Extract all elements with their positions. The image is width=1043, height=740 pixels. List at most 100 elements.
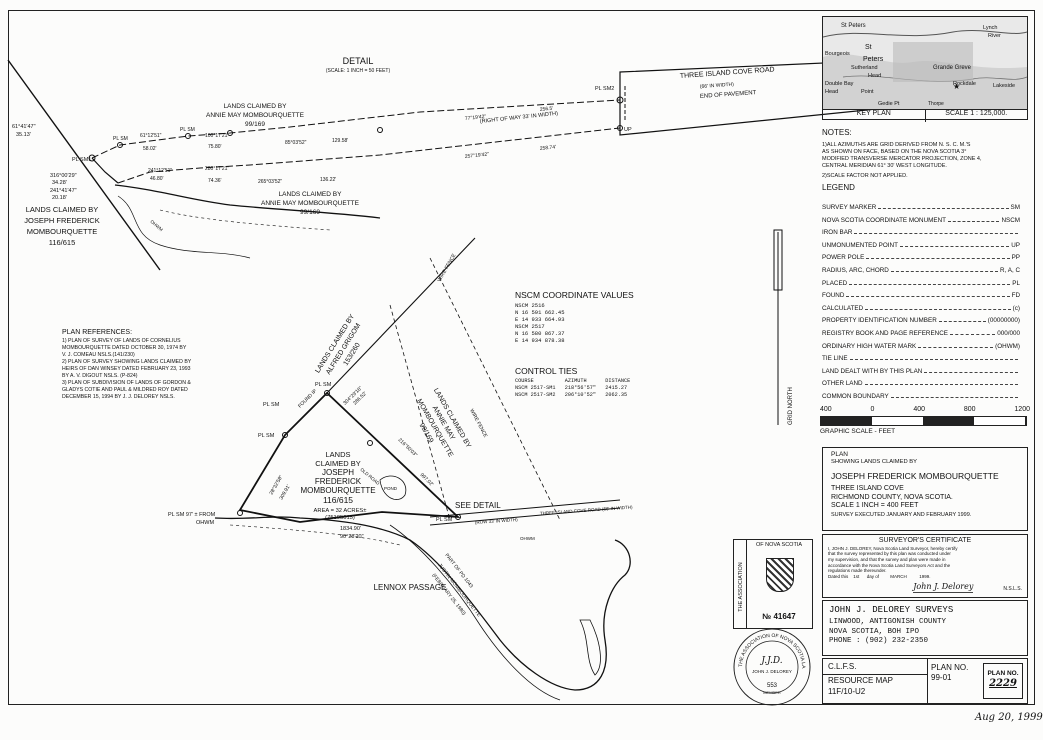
road-width: (66' IN WIDTH)	[700, 82, 735, 90]
resource-map-label: RESOURCE MAP	[823, 674, 927, 687]
legend-item: ORDINARY HIGH WATER MARK (OHWM)	[822, 343, 1020, 350]
cert-line-5: regulations made thereunder.	[828, 568, 887, 574]
lennox-passage: LENNOX PASSAGE	[374, 583, 447, 592]
end-of-pavement: END OF PAVEMENT	[700, 90, 757, 100]
course-2: 100°17'21"	[205, 133, 229, 139]
legend-leader	[918, 346, 994, 348]
legend-label: COMMON BOUNDARY	[822, 393, 889, 400]
legend-symbol: (00000000)	[987, 317, 1020, 325]
plan-executed: SURVEY EXECUTED JANUARY AND FEBRUARY 199…	[831, 512, 972, 519]
three-island-cove-road-line-2	[429, 507, 621, 526]
plan-no-label: PLAN NO.	[931, 663, 969, 672]
seal-side: THE ASSOCIATION	[738, 562, 744, 612]
see-detail-label: SEE DETAIL	[455, 501, 501, 510]
reference-line-3: V. J. COMEAU NSLS.(141/230)	[62, 352, 135, 358]
joseph-line-5: MOMBOURQUETTE	[300, 486, 375, 495]
dist-a: 35.13'	[16, 132, 31, 138]
pl-sm-marker	[117, 142, 123, 148]
place-head: Head	[868, 73, 881, 79]
plan-no-value: 99-01	[931, 673, 952, 682]
legend-item: OTHER LAND	[822, 380, 1020, 387]
pond-outline	[579, 619, 601, 676]
place-double-bay: Double Bay	[825, 81, 854, 87]
stamp-label: PLAN NO.	[987, 670, 1019, 677]
pond-label: POND	[384, 486, 398, 491]
course-c4: OHWM	[196, 520, 214, 526]
legend-leader	[849, 359, 1018, 361]
scale-tick-4: 800	[963, 406, 976, 413]
detail-south-boundary	[117, 127, 621, 184]
owner-top-3: 99/169	[245, 121, 265, 128]
detail-north-boundary	[91, 99, 621, 159]
scale-tick-2: 0	[870, 406, 875, 413]
up-marker	[617, 125, 623, 131]
cert-title: SURVEYOR'S CERTIFICATE	[878, 537, 972, 544]
alfred-grigom-boundary	[326, 237, 476, 394]
reference-line-4: 2) PLAN OF SURVEY SHOWING LANDS CLAIMED …	[62, 359, 192, 365]
legend-label: OTHER LAND	[822, 380, 863, 388]
pl-sm-marker	[185, 133, 191, 139]
note-1-line-3: MODIFIED TRANSVERSE MERCATOR PROJECTION,…	[822, 155, 982, 162]
legend-item: IRON BAR	[822, 229, 1020, 236]
nscm-line-2: N 16 591 662.45	[515, 309, 565, 316]
right-of-way: (RIGHT OF WAY 33' IN WIDTH)	[480, 111, 559, 125]
scale-bar	[820, 415, 1027, 426]
place-lynch: Lynch	[983, 25, 997, 31]
place-st: St	[865, 44, 872, 51]
wire-fence-label-2: WIRE FENCE	[468, 408, 488, 439]
pl-sm-main-1: PL SM	[263, 402, 280, 408]
legend-leader	[878, 208, 1009, 209]
place-sutherland: Sutherland	[851, 65, 878, 71]
reference-line-8: GLADYS COTIE AND PAUL & MILDRED ROY DATE…	[62, 387, 188, 393]
shore-hatch	[389, 524, 561, 701]
joseph-line-2: CLAIMED BY	[315, 459, 360, 468]
nscm-line-1: NSCM 2516	[515, 302, 545, 309]
owner-left-3: MOMBOURQUETTE	[27, 227, 97, 236]
legend-leader	[865, 308, 1011, 310]
parcel-area: AREA = 32 ACRES±	[314, 508, 367, 514]
parcel-pid: (75105015)	[325, 515, 355, 521]
legend-symbol: SM	[1010, 204, 1020, 211]
scale-caption: GRAPHIC SCALE - FEET	[820, 427, 896, 435]
site-star-icon: ★	[953, 82, 960, 91]
detail-scale: (SCALE: 1 INCH = 50 FEET)	[326, 68, 391, 74]
label-pl-sm: PL SM	[113, 136, 128, 142]
note-2: 2)SCALE FACTOR NOT APPLIED.	[822, 172, 908, 179]
legend-label: TIE LINE	[822, 355, 848, 363]
course-3-dist: 129.58'	[332, 138, 348, 144]
nscm-line-5: N 16 580 867.37	[515, 330, 565, 337]
detail-title: DETAIL	[343, 56, 374, 66]
plan-no-stamp: PLAN NO. 2229	[983, 663, 1023, 699]
legend-item: CALCULATED(c)	[822, 305, 1020, 312]
course-4: 77°19'42"	[465, 114, 487, 122]
key-plan-box: St Peters Lynch River Bourgeois St Peter…	[822, 16, 1028, 122]
pl-sm1-marker	[88, 154, 96, 162]
bearing-b: 316°00'29"	[50, 173, 77, 179]
course-7-dist: 74.36'	[208, 178, 222, 184]
legend-label: FOUND	[822, 292, 845, 300]
seal-nsls: THE ASSOCIATION OF NOVA SCOTIA LAND SURV…	[732, 627, 811, 706]
surveyor-signature: John J. Delorey	[913, 581, 974, 593]
plan-title-box: PLAN SHOWING LANDS CLAIMED BY JOSEPH FRE…	[822, 447, 1028, 531]
scale-tick-5: 1200	[1014, 406, 1030, 413]
legend-symbol: (OHWM)	[995, 342, 1020, 350]
surveyors-certificate: SURVEYOR'S CERTIFICATE I, JOHN J. DELORE…	[822, 534, 1028, 598]
legend-symbol: PP	[1011, 254, 1020, 262]
legend-label: ORDINARY HIGH WATER MARK	[822, 342, 917, 350]
reference-line-9: DECEMBER 15, 1994 BY J. J. DELOREY NSLS.	[62, 394, 175, 400]
key-plan-scale: SCALE 1 : 125,000.	[924, 110, 1028, 122]
legend-leader	[899, 245, 1010, 247]
legend-label: UNMONUMENTED POINT	[822, 241, 898, 249]
place-head-2: Head	[825, 89, 838, 95]
sheet-border	[8, 10, 1035, 705]
legend-symbol: R, A, C	[1000, 267, 1020, 274]
key-plan-title: KEY PLAN	[856, 110, 891, 117]
plan-t1: PLAN	[831, 451, 848, 458]
grid-north-arrow-head	[773, 229, 783, 291]
scale-tick-3: 400	[913, 406, 925, 413]
pl-sm-marker	[282, 432, 288, 438]
